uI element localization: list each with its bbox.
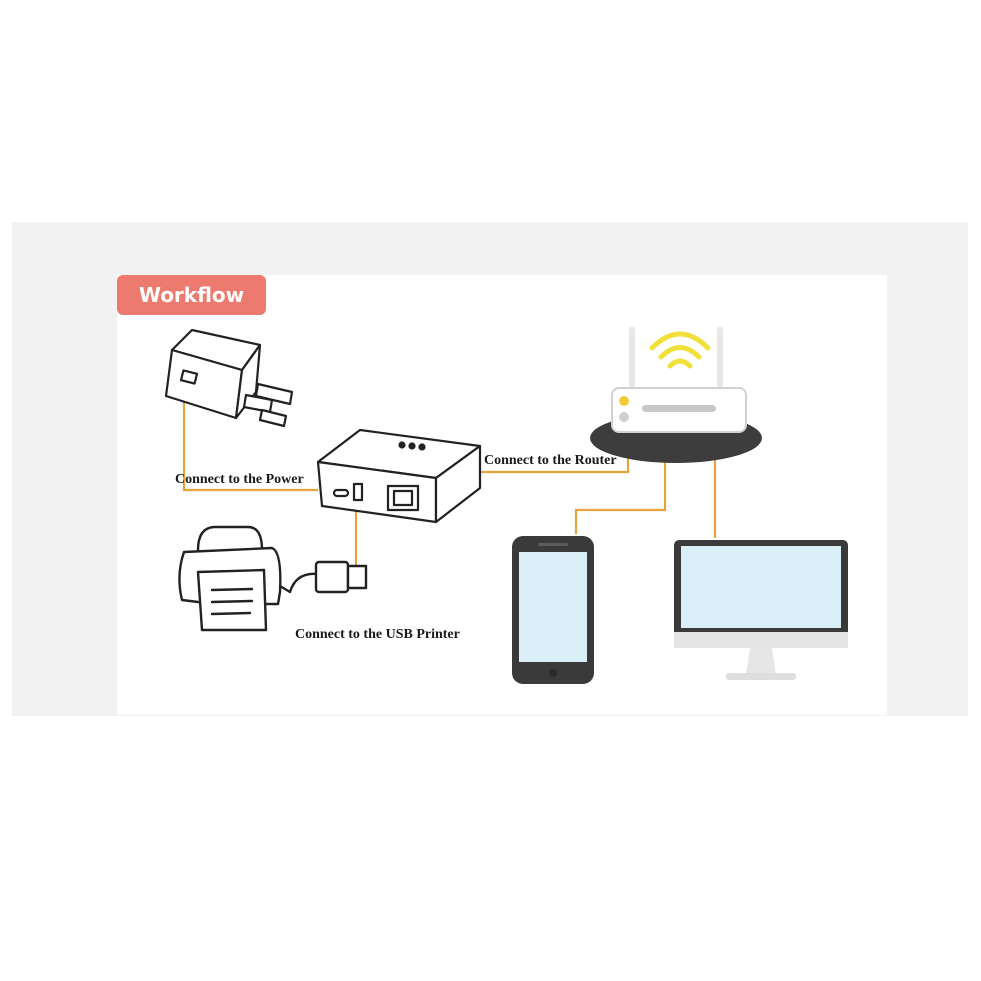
usb-plug-icon <box>278 560 368 594</box>
label-connect-router: Connect to the Router <box>484 453 617 468</box>
smartphone-icon <box>512 536 594 684</box>
label-connect-power: Connect to the Power <box>175 472 304 487</box>
phone-cable <box>574 436 667 534</box>
desktop-monitor-icon <box>674 540 848 680</box>
wifi-icon <box>649 331 711 369</box>
printer-icon <box>178 525 282 632</box>
router-icon <box>590 327 762 463</box>
power-cable <box>182 386 318 492</box>
workflow-tag: Workflow <box>117 275 266 315</box>
label-connect-printer: Connect to the USB Printer <box>295 627 460 642</box>
print-server-icon <box>316 428 482 524</box>
power-adapter-icon <box>164 328 294 428</box>
